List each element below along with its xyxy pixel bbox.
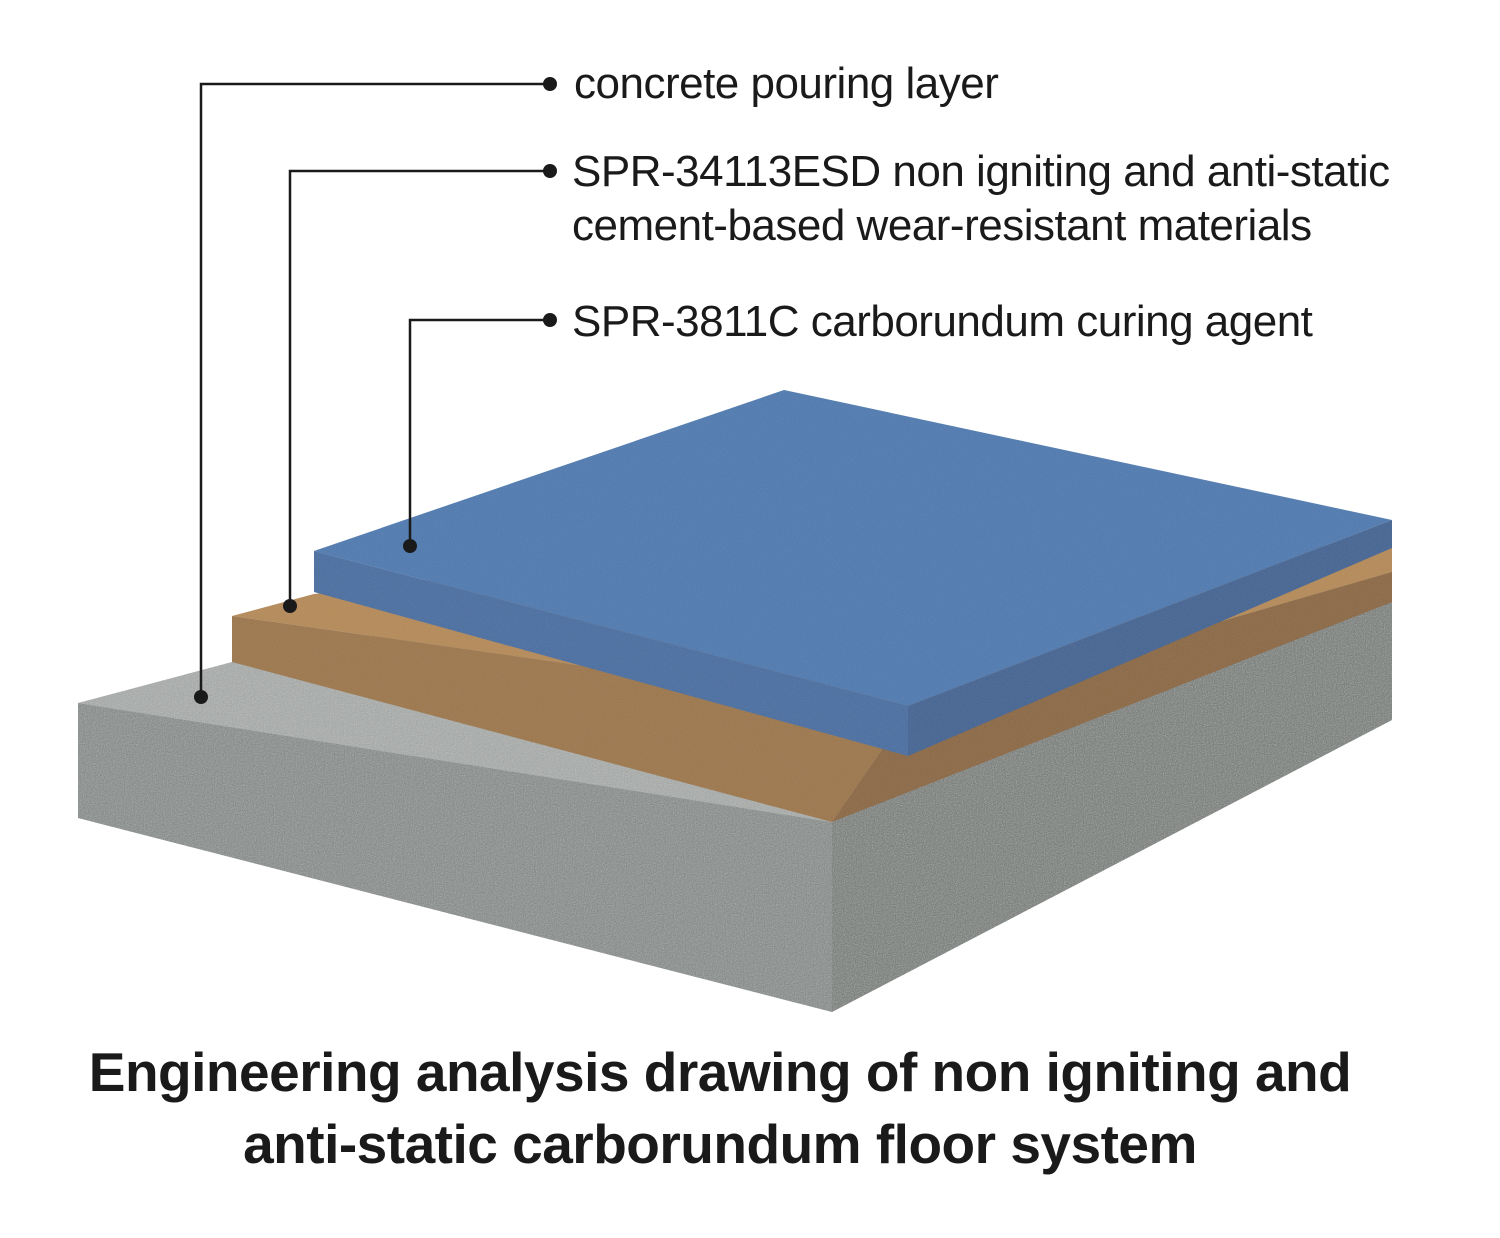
concrete-leader-dot-end [543,77,557,91]
caption-line1: Engineering analysis drawing of non igni… [88,1041,1352,1103]
curing-side-face [908,520,1392,756]
leader-lines [199,82,550,697]
wear-leader-line [288,169,550,606]
wear-side-face [832,572,1392,822]
label-wear-resistant-line1: SPR-34113ESD non igniting and anti-stati… [572,147,1390,196]
curing-leader-dot-end [543,313,557,327]
label-concrete-pouring-layer: concrete pouring layer [574,59,999,108]
label-wear-resistant-line2: cement-based wear-resistant materials [572,201,1312,250]
curing-front-face [314,551,908,756]
leader-dots [194,77,557,704]
caption-line2: anti-static carborundum floor system [243,1113,1197,1175]
wear-leader-dot-end [543,164,557,178]
curing-leader-dot-start [403,539,417,553]
concrete-leader-line [199,82,550,697]
wear-leader-dot-start [283,599,297,613]
curing-agent-layer [314,390,1392,756]
concrete-front-face [78,703,832,1012]
curing-leader-line [408,318,550,546]
wear-front-face [232,616,908,822]
concrete-side-face [832,596,1392,1012]
label-curing-agent: SPR-3811C carborundum curing agent [572,297,1313,346]
curing-top-face [314,390,1392,706]
concrete-leader-dot-start [194,690,208,704]
